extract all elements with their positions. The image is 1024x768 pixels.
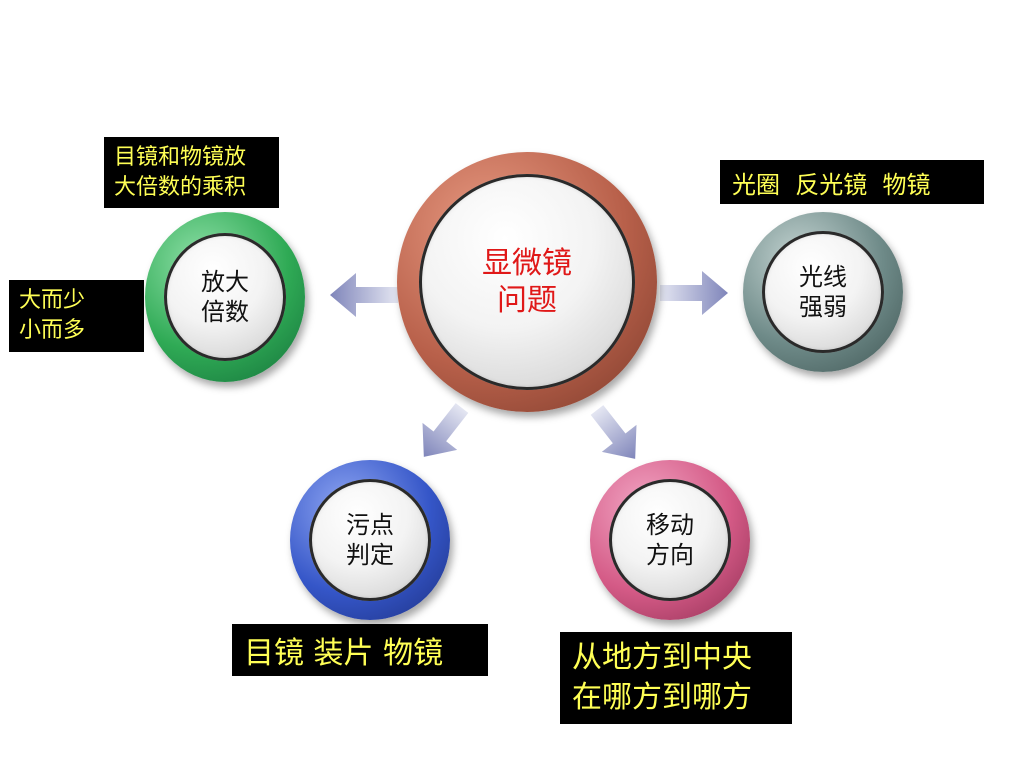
- dirt-label: 目镜 装片 物镜: [232, 624, 488, 676]
- magnification-left-label: 大而少 小而多: [9, 280, 144, 352]
- light-line2: 强弱: [799, 293, 847, 321]
- move-label: 从地方到中央 在哪方到哪方: [560, 632, 792, 724]
- dirt-label-line1: 目镜 装片 物镜: [244, 636, 444, 671]
- magnification-node: 放大 倍数: [145, 212, 305, 382]
- move-line2: 方向: [646, 541, 694, 569]
- arrow-down-right: [590, 405, 637, 459]
- center-node-title-line2: 问题: [497, 283, 557, 318]
- move-node-face: 移动 方向: [609, 479, 731, 601]
- move-line1: 移动: [646, 511, 694, 539]
- move-node: 移动 方向: [590, 460, 750, 620]
- dirt-line2: 判定: [346, 541, 394, 569]
- center-node: 显微镜 问题: [397, 152, 657, 412]
- dirt-node: 污点 判定: [290, 460, 450, 620]
- move-label-line1: 从地方到中央: [572, 640, 752, 675]
- magnification-top-label: 目镜和物镜放 大倍数的乘积: [104, 137, 279, 208]
- light-node-face: 光线 强弱: [762, 231, 884, 353]
- magnification-line1: 放大: [201, 268, 249, 296]
- light-label: 光圈 反光镜 物镜: [720, 160, 984, 204]
- dirt-node-face: 污点 判定: [309, 479, 431, 601]
- magnification-left-label-line1: 大而少: [19, 288, 86, 313]
- arrow-right: [660, 271, 728, 315]
- move-label-line2: 在哪方到哪方: [572, 680, 752, 715]
- light-label-line1: 光圈 反光镜 物镜: [732, 170, 931, 199]
- magnification-line2: 倍数: [201, 298, 249, 326]
- dirt-line1: 污点: [346, 511, 394, 539]
- center-node-face: 显微镜 问题: [419, 174, 635, 390]
- light-line1: 光线: [799, 263, 847, 291]
- magnification-node-face: 放大 倍数: [164, 233, 286, 361]
- magnification-top-label-line2: 大倍数的乘积: [114, 174, 247, 200]
- magnification-left-label-line2: 小而多: [19, 318, 86, 343]
- arrow-down-left: [422, 403, 469, 457]
- light-node: 光线 强弱: [743, 212, 903, 372]
- center-node-title-line1: 显微镜: [482, 245, 572, 281]
- magnification-top-label-line1: 目镜和物镜放: [114, 144, 247, 170]
- arrow-left: [330, 273, 398, 317]
